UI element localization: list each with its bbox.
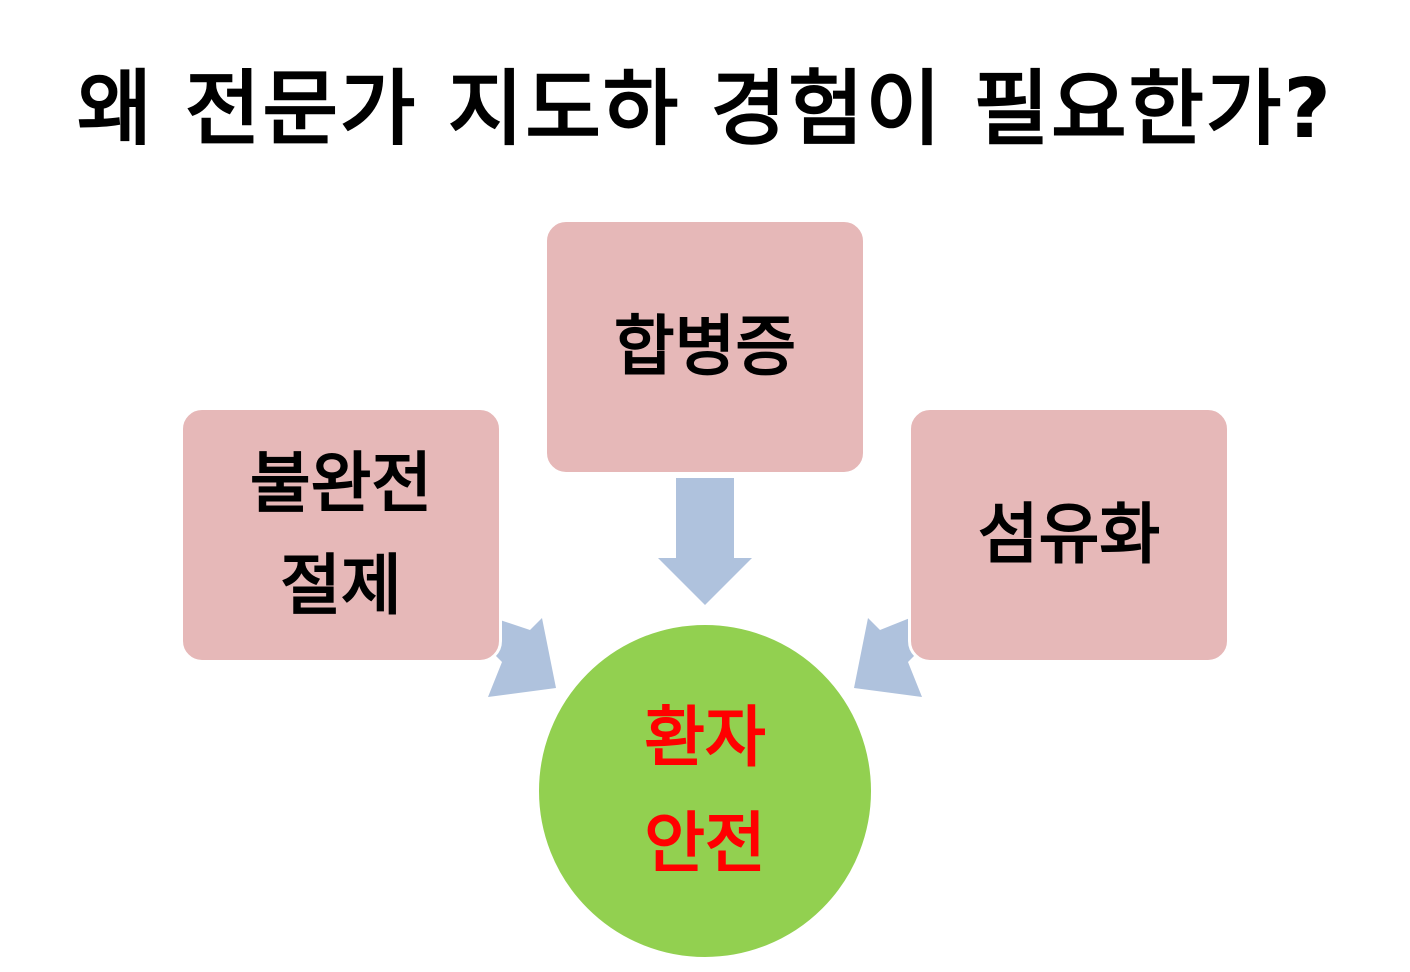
node-box-left: 불완전 절제 [180,407,502,663]
slide-title: 왜 전문가 지도하 경험이 필요한가? [77,62,1333,157]
node-box-top: 합병증 [544,219,866,475]
center-circle: 환자 안전 [536,622,874,960]
node-label-right: 섬유화 [977,495,1161,573]
node-box-right: 섬유화 [908,407,1230,663]
node-label-top: 합병증 [613,307,797,385]
arrow-top-to-center [658,478,752,605]
center-label: 환자 안전 [644,699,766,882]
arrow-right-to-center [854,618,922,697]
arrow-left-to-center [488,618,556,697]
node-label-left: 불완전 절제 [249,444,433,624]
